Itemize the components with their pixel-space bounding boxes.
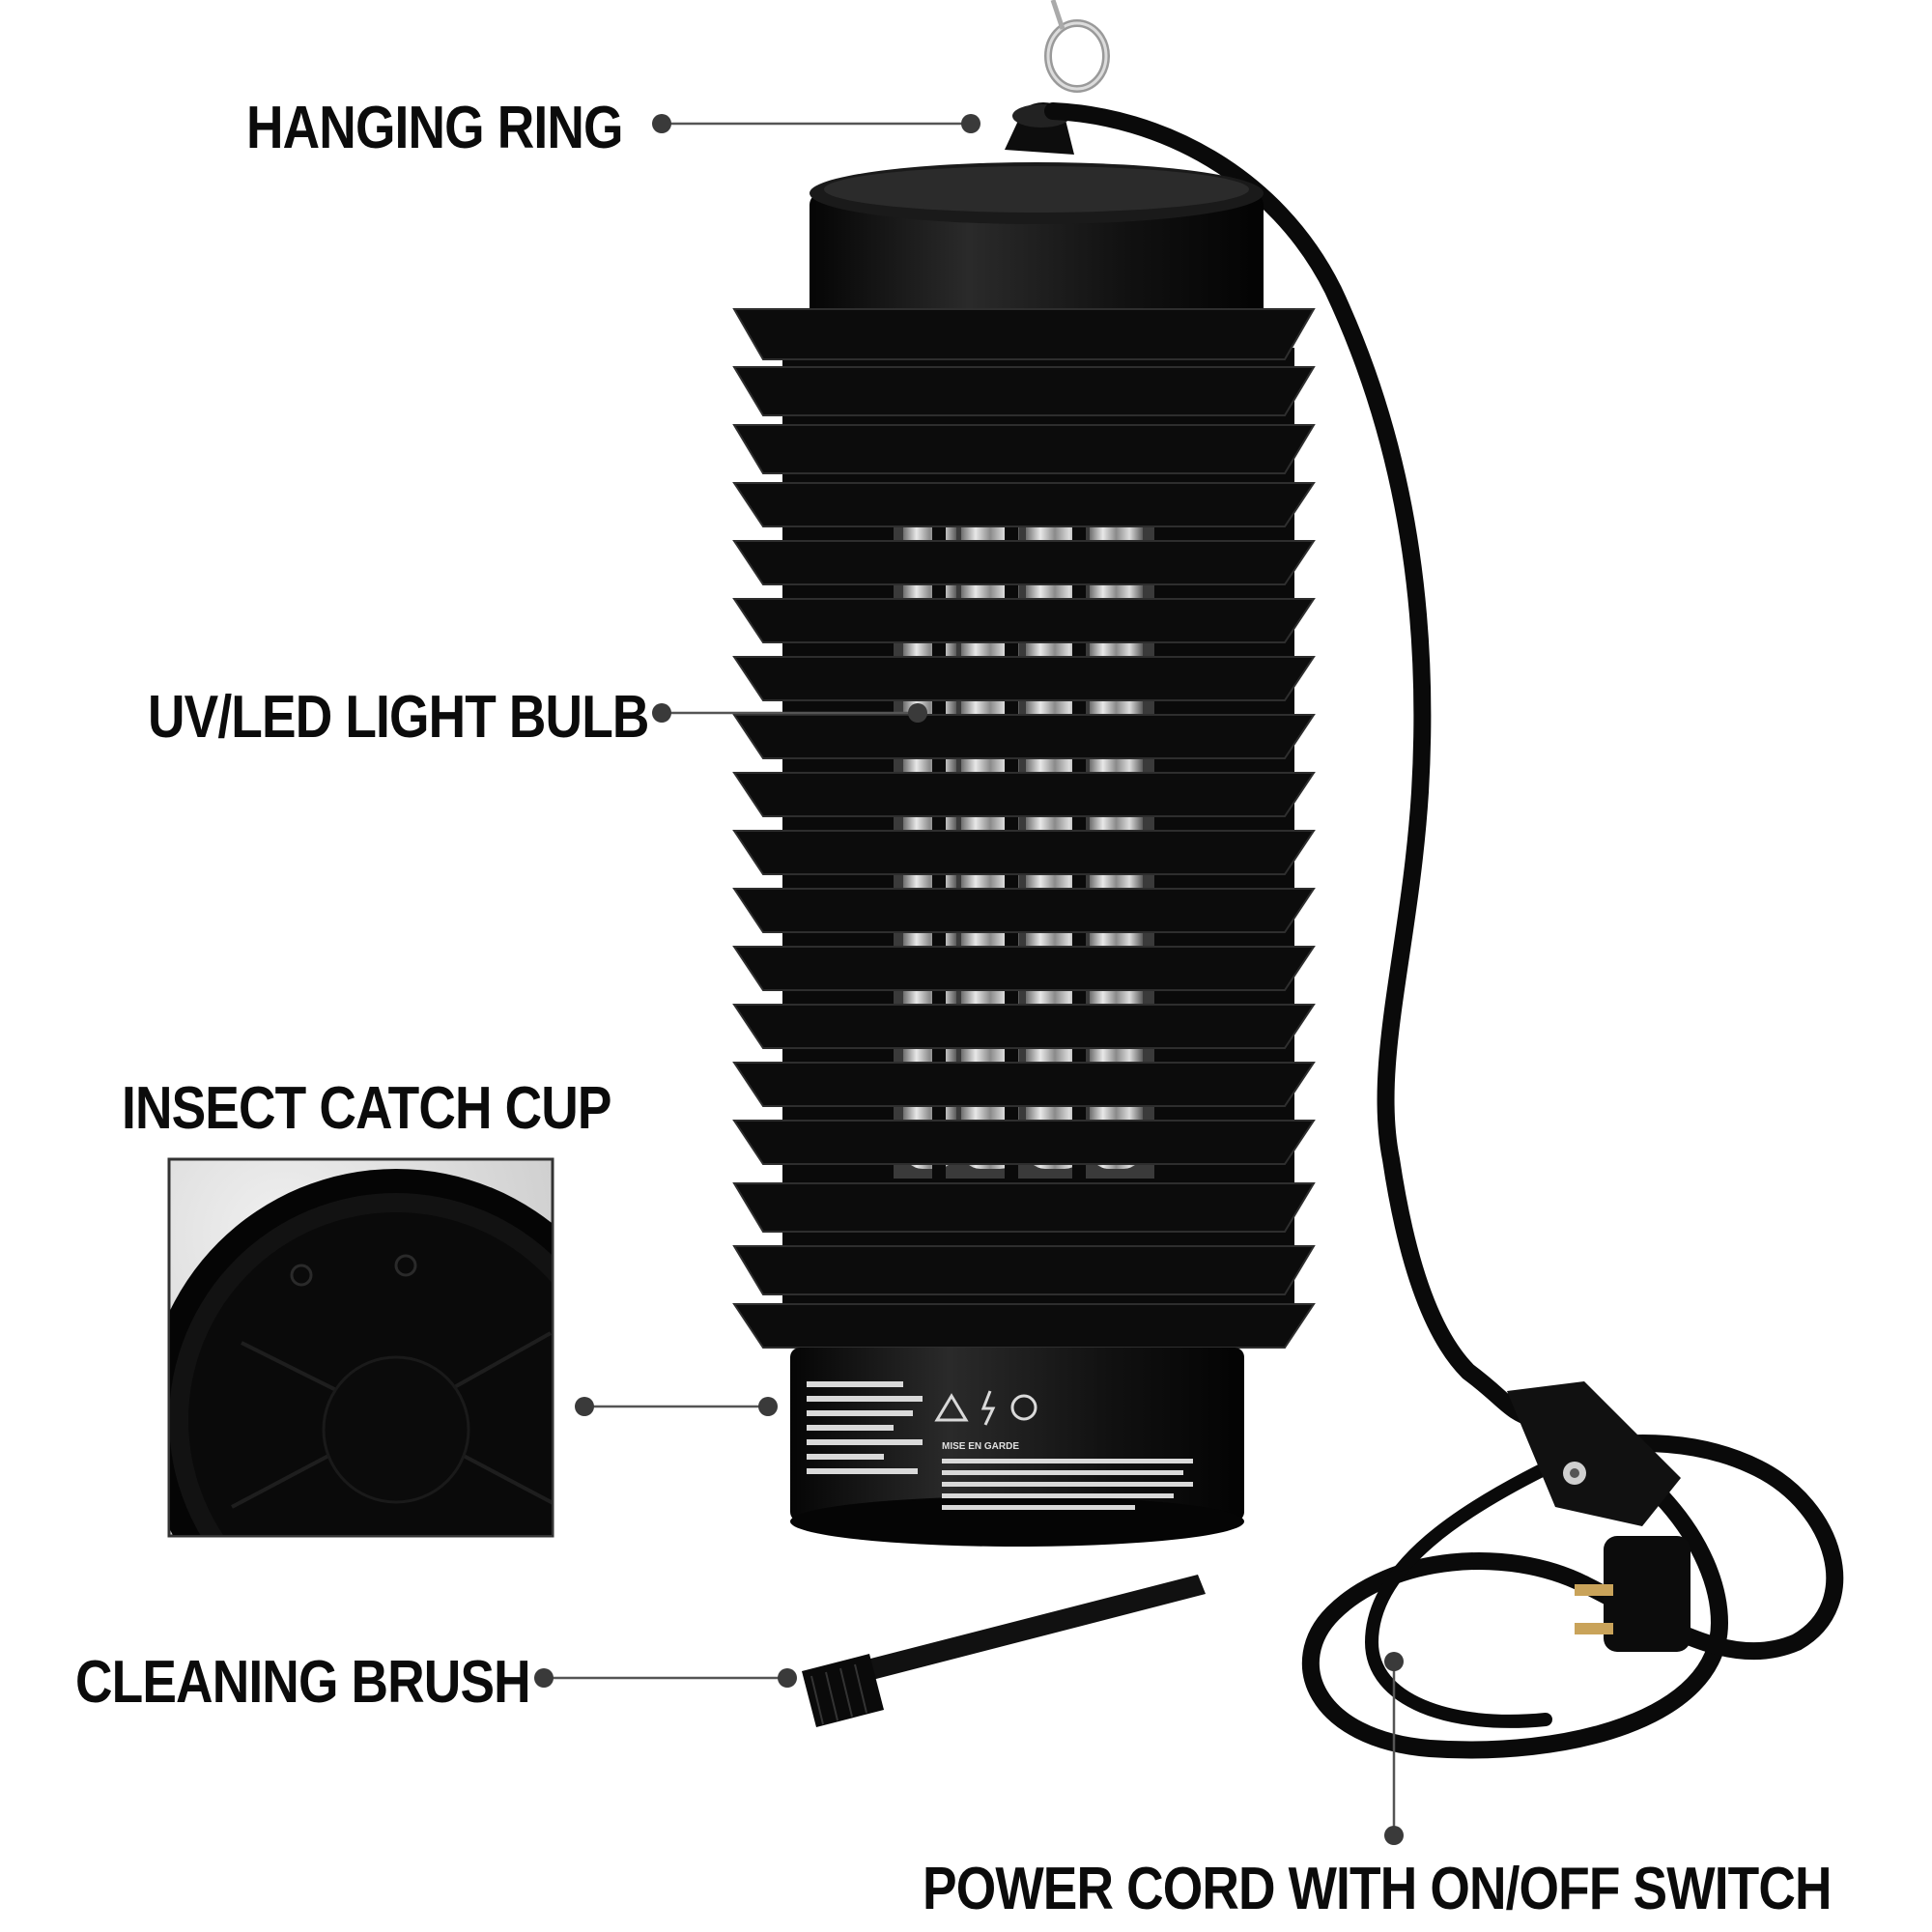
label-light-bulb: UV/LED LIGHT BULB	[148, 684, 649, 751]
cleaning-brush	[802, 1575, 1206, 1727]
safety-mark-icon	[1010, 1394, 1037, 1421]
hanging-ring	[1005, 0, 1110, 155]
callout-line-cleaning-brush	[534, 1668, 797, 1688]
device-label	[807, 1381, 1193, 1510]
label-hanging-ring: HANGING RING	[246, 95, 623, 161]
warning-triangle-icon	[934, 1393, 969, 1422]
callout-line-light-bulb	[652, 703, 927, 723]
callout-line-catch-cup	[575, 1397, 778, 1416]
cage-body	[732, 308, 1316, 1349]
callout-line-hanging-ring	[652, 114, 980, 133]
catch-cup-inset	[167, 1157, 554, 1538]
power-cord	[1044, 102, 1844, 1759]
shock-hazard-icon	[980, 1390, 996, 1426]
label-cleaning-brush: CLEANING BRUSH	[75, 1649, 531, 1716]
callout-lines	[534, 114, 1404, 1845]
power-plug	[1575, 1536, 1690, 1652]
label-catch-cup: INSECT CATCH CUP	[122, 1075, 611, 1142]
callout-line-power-cord	[1384, 1652, 1404, 1845]
warning-title: MISE EN GARDE	[942, 1441, 1019, 1452]
power-switch	[1507, 1381, 1681, 1526]
label-power-cord: POWER CORD WITH ON/OFF SWITCH	[923, 1856, 1833, 1922]
